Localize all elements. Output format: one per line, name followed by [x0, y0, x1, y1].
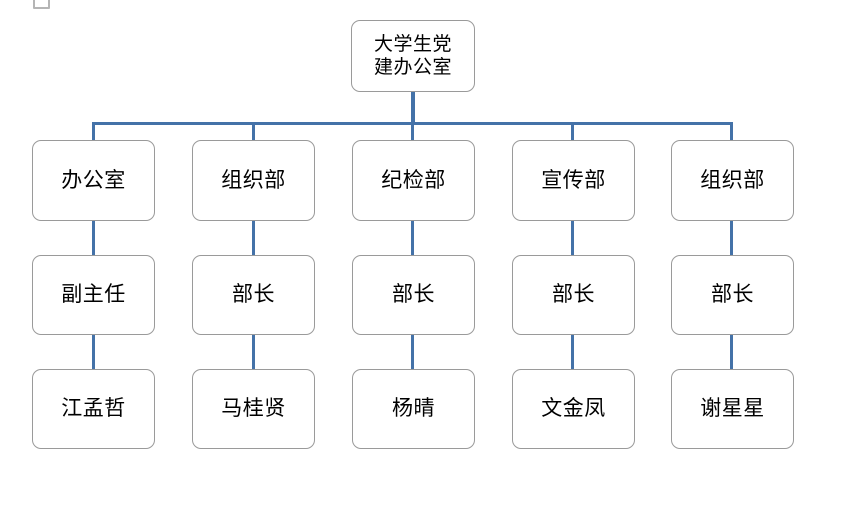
node-person-1-label: 江孟哲 — [61, 396, 126, 421]
connector-horizontal-bus — [92, 122, 733, 125]
node-root-office[interactable]: 大学生党 建办公室 — [351, 20, 475, 92]
node-person-1[interactable]: 江孟哲 — [32, 369, 155, 449]
connector-bus-drop-2 — [252, 122, 255, 141]
node-root-office-label: 大学生党 建办公室 — [373, 32, 452, 78]
node-position-5[interactable]: 部长 — [671, 255, 794, 335]
node-department-4-label: 宣传部 — [541, 167, 606, 192]
node-department-3-label: 纪检部 — [381, 167, 446, 192]
node-position-2[interactable]: 部长 — [192, 255, 315, 335]
connector-title-to-person-3 — [411, 335, 414, 370]
connector-dept-to-title-5 — [730, 221, 733, 256]
node-person-5-label: 谢星星 — [700, 396, 765, 421]
node-position-3-label: 部长 — [392, 282, 435, 307]
node-position-4-label: 部长 — [552, 282, 595, 307]
connector-title-to-person-5 — [730, 335, 733, 370]
connector-title-to-person-2 — [252, 335, 255, 370]
connector-dept-to-title-1 — [92, 221, 95, 256]
node-person-4[interactable]: 文金凤 — [512, 369, 635, 449]
node-person-2[interactable]: 马桂贤 — [192, 369, 315, 449]
node-person-3-label: 杨晴 — [392, 396, 435, 421]
connector-root-stem — [411, 92, 415, 124]
node-department-5-label: 组织部 — [700, 167, 765, 192]
node-person-3[interactable]: 杨晴 — [352, 369, 475, 449]
node-position-1[interactable]: 副主任 — [32, 255, 155, 335]
connector-bus-drop-1 — [92, 122, 95, 141]
node-person-4-label: 文金凤 — [541, 396, 606, 421]
node-person-5[interactable]: 谢星星 — [671, 369, 794, 449]
node-position-2-label: 部长 — [232, 282, 275, 307]
node-department-1-label: 办公室 — [61, 167, 126, 192]
node-department-2-label: 组织部 — [221, 167, 286, 192]
node-department-3[interactable]: 纪检部 — [352, 140, 475, 221]
connector-bus-drop-5 — [730, 122, 733, 141]
node-department-4[interactable]: 宣传部 — [512, 140, 635, 221]
node-department-5[interactable]: 组织部 — [671, 140, 794, 221]
connector-title-to-person-1 — [92, 335, 95, 370]
connector-dept-to-title-3 — [411, 221, 414, 256]
connector-title-to-person-4 — [571, 335, 574, 370]
node-person-2-label: 马桂贤 — [221, 396, 286, 421]
connector-dept-to-title-4 — [571, 221, 574, 256]
node-position-1-label: 副主任 — [61, 282, 126, 307]
node-position-5-label: 部长 — [711, 282, 754, 307]
node-department-1[interactable]: 办公室 — [32, 140, 155, 221]
connector-bus-drop-3 — [411, 122, 414, 141]
node-position-3[interactable]: 部长 — [352, 255, 475, 335]
node-department-2[interactable]: 组织部 — [192, 140, 315, 221]
connector-dept-to-title-2 — [252, 221, 255, 256]
node-position-4[interactable]: 部长 — [512, 255, 635, 335]
connector-bus-drop-4 — [571, 122, 574, 141]
clipped-artifact-glyph — [33, 0, 50, 9]
